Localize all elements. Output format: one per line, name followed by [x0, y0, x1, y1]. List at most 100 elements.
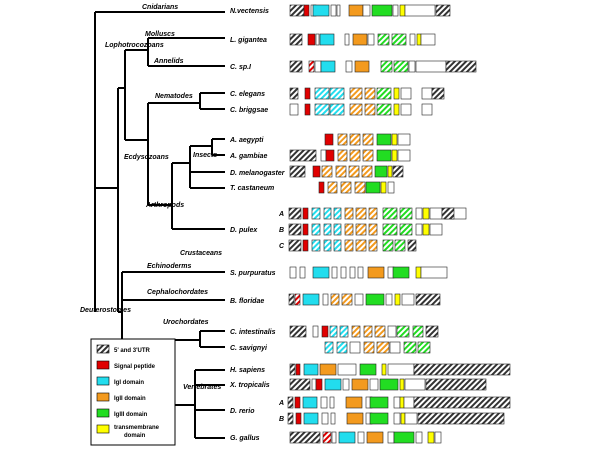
legend-sp: Signal peptide: [114, 364, 156, 370]
dpulC-igII-hatched-box-5: [344, 239, 354, 252]
drerB-exon-box-8: [393, 412, 401, 425]
legend-sp-swatch: [96, 360, 110, 370]
ggal-transmembrane-box-9: [427, 431, 435, 444]
lgig-igII-domain-box-5: [352, 33, 368, 46]
agam-igII-hatched-box-3: [337, 149, 348, 162]
cbri-exon-box-0: [289, 103, 299, 116]
lgig-exon-box-6: [367, 33, 375, 46]
xtro-exon-box-1: [311, 378, 317, 391]
aaeg-signal-peptide-box-0: [324, 133, 334, 146]
dpulC-igII-hatched-box-6: [355, 239, 367, 252]
dpulB-igIII-hatched-box-8: [382, 223, 398, 236]
dpulC-utr-box-0: [288, 239, 302, 252]
dpulC-igI-hatched-box-4: [333, 239, 342, 252]
legend-igI-swatch: [96, 376, 110, 386]
drerA-igIII-domain-box-7: [369, 396, 389, 409]
dpulA-igI-hatched-box-3: [323, 207, 332, 220]
csav-exon-box-5: [389, 341, 401, 354]
species-cele: C. elegans: [230, 91, 265, 98]
spur-exon-box-5: [349, 266, 356, 279]
hsap-utr-box-8: [413, 363, 511, 376]
clade-labels: Cnidarians Molluscs Lophotrocozoans Anne…: [80, 4, 222, 391]
ggal-igII-domain-box-5: [366, 431, 384, 444]
aaeg-igIII-domain-box-4: [376, 133, 392, 146]
csav-igIII-hatched-box-7: [417, 341, 431, 354]
spur-igI-domain-box-2: [312, 266, 330, 279]
bflo-exon-box-10: [401, 293, 415, 306]
dpulB-igIII-hatched-box-9: [399, 223, 413, 236]
csav-igIII-hatched-box-6: [403, 341, 417, 354]
cele-igII-hatched-box-5: [364, 87, 376, 100]
legend-utr-swatch: [96, 344, 110, 354]
cele-igI-hatched-box-2: [314, 87, 330, 100]
csav-igII-hatched-box-3: [363, 341, 375, 354]
legend-tm-swatch: [96, 424, 110, 434]
cele-igIII-hatched-box-6: [376, 87, 392, 100]
clade-cnidarians: Cnidarians: [142, 4, 178, 11]
cele-igI-hatched-box-3: [329, 87, 345, 100]
drerA-utr-box-11: [413, 396, 511, 409]
ggal-exon-box-6: [387, 431, 395, 444]
dmel-utr-box-8: [392, 165, 404, 178]
legend-igII: IgII domain: [114, 396, 146, 402]
gene-row-agam: [289, 149, 411, 162]
drerB-igIII-domain-box-7: [369, 412, 389, 425]
cbri-exon-box-8: [400, 103, 412, 116]
dpulA-igIII-hatched-box-9: [399, 207, 413, 220]
nvec-signal-peptide-box-1: [303, 4, 310, 17]
dmel-igII-hatched-box-4: [348, 165, 360, 178]
legend-igII-swatch: [96, 392, 110, 402]
drerB-signal-peptide-box-1: [295, 412, 302, 425]
spur-exon-box-6: [357, 266, 364, 279]
gene-row-xtro: [289, 378, 487, 391]
gene-row-aaeg: [324, 133, 411, 146]
hsap-igI-domain-box-2: [303, 363, 319, 376]
csp-exon-box-8: [408, 60, 416, 73]
cbri-igI-hatched-box-2: [314, 103, 330, 116]
nvec-igIII-domain-box-8: [371, 4, 393, 17]
dpulA-igII-hatched-box-5: [344, 207, 354, 220]
clade-vertebrates: Vertebrates: [183, 384, 221, 391]
gene-row-dpulB: [288, 223, 443, 236]
dpulC-signal-peptide-box-1: [302, 239, 309, 252]
clade-annelids: Annelids: [153, 58, 184, 65]
cele-igII-hatched-box-4: [349, 87, 363, 100]
csp-exon-box-4: [345, 60, 353, 73]
lgig-igIII-hatched-box-8: [391, 33, 407, 46]
gene-row-drerA: [287, 396, 511, 409]
dpulA-transmembrane-box-11: [422, 207, 430, 220]
cint-utr-box-11: [425, 325, 439, 338]
bflo-transmembrane-box-9: [394, 293, 401, 306]
clade-cephalochordates: Cephalochordates: [147, 289, 208, 296]
agam-transmembrane-box-7: [391, 149, 398, 162]
ggal-igIII-domain-box-7: [393, 431, 415, 444]
spur-igIII-domain-box-9: [392, 266, 410, 279]
dpulC-igIII-hatched-box-8: [382, 239, 394, 252]
isoform-dpul-c: C: [279, 243, 285, 250]
bflo-exon-box-3: [322, 293, 329, 306]
dpulA-exon-box-10: [415, 207, 423, 220]
aaeg-igII-hatched-box-2: [349, 133, 361, 146]
species-bflo: B. floridae: [230, 298, 264, 305]
dpulA-igI-hatched-box-4: [333, 207, 342, 220]
nvec-transmembrane-box-10: [399, 4, 406, 17]
cele-exon-box-8: [400, 87, 412, 100]
species-dpul: D. pulex: [230, 227, 258, 234]
clade-echinoderms: Echinoderms: [147, 263, 191, 270]
dpulA-utr-box-0: [288, 207, 302, 220]
species-nvec: N.vectensis: [230, 8, 269, 15]
bflo-utr-box-0: [288, 293, 295, 306]
gene-row-dpulC: [288, 239, 417, 252]
spur-exon-box-11: [420, 266, 448, 279]
species-cint: C. intestinalis: [230, 329, 276, 336]
dpulB-signal-peptide-box-1: [302, 223, 309, 236]
isoform-drer-b: B: [279, 416, 284, 423]
dmel-igII-hatched-box-2: [321, 165, 333, 178]
dpulA-igIII-hatched-box-8: [382, 207, 398, 220]
gene-row-lgig: [289, 33, 436, 46]
nvec-utr-box-0: [289, 4, 305, 17]
ggal-exon-box-10: [434, 431, 442, 444]
dmel-signal-peptide-box-1: [312, 165, 321, 178]
drerA-exon-box-10: [403, 396, 415, 409]
